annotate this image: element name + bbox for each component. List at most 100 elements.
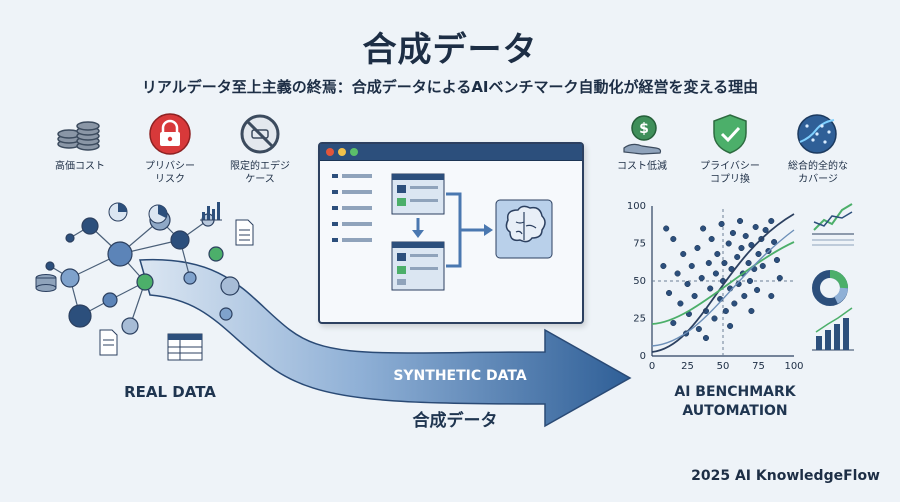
page-title: 合成データ [362,30,538,70]
browser-title-bar [320,144,582,161]
mini-line-chart-icon [812,203,854,246]
merge-arrow [446,192,486,268]
scatter-point [752,223,759,231]
lock-icon [149,113,191,155]
y-tick-label: 50 [633,276,646,287]
scatter-point [698,274,705,282]
right-icon-label-cost: コスト低減 [617,161,667,172]
right-icon-label-privacy: プライバシー コプリ換 [700,161,760,185]
scatter-point [722,307,729,315]
scatter-point [736,217,744,225]
globe-data-icon [797,114,837,154]
scatter-point [684,280,691,288]
real-data-network [35,202,254,361]
scatter-point [665,289,673,297]
scatter-point [700,225,707,232]
scatter-point [755,250,762,258]
y-tick-label: 75 [633,239,646,250]
right-icon-label-coverage: 総合的全的な カバージ [788,161,848,185]
synthetic-data-label: SYNTHETIC DATA [393,368,527,384]
synthetic-data-jp-label: 合成データ [412,411,498,431]
bar-chart-icon [200,202,222,221]
shield-check-icon [713,114,747,154]
source-card [391,173,445,215]
scatter-point [711,315,718,322]
scatter-point [745,259,752,267]
scatter-point [731,300,738,307]
scatter-point [748,307,755,315]
trend-curve-green [651,241,795,325]
left-icon-label-edge: 限定的エデジ ケース [230,161,290,185]
x-tick-label: 50 [717,361,730,372]
left-icon-label-cost: 高価コスト [55,161,105,172]
scatter-point [776,274,783,282]
brain-model-icon [495,199,553,259]
document-icon [99,219,254,356]
scatter-point [734,253,741,261]
trend-curve-light [651,229,795,347]
mini-charts [812,203,854,351]
scatter-point [695,325,702,333]
minimize-dot-icon [338,148,346,156]
scatter-point [660,262,667,270]
scatter-point [702,334,710,342]
real-data-label: REAL DATA [124,383,216,401]
mini-bar-chart-icon [812,307,854,351]
scatter-point [773,256,781,264]
scatter-point [762,226,769,234]
scatter-point [768,217,775,225]
scatter-point [670,319,677,327]
scatter-point [754,286,761,294]
page-subtitle: リアルデータ至上主義の終焉：合成データによるAIベンチマーク自動化が経営を変える… [141,78,759,96]
scatter-point [738,244,745,252]
scatter-point [691,292,698,300]
scatter-point [759,262,766,270]
benchmark-label: AI BENCHMARK AUTOMATION [674,384,796,419]
scatter-point [694,244,701,252]
y-tick-label: 25 [633,314,646,325]
scatter-point [729,229,736,237]
pipeline-diagram [332,173,553,291]
prohibited-icon [240,114,280,154]
database-icon [35,274,57,292]
scatter-point [741,292,748,300]
scatter-point [725,240,732,247]
scatter-point [746,277,754,285]
scatter-point [707,285,714,292]
scatter-point [688,262,695,270]
scatter-point [768,292,775,300]
footer-credit: 2025 AI KnowledgeFlow [691,468,880,484]
mini-donut-chart-icon [812,270,848,306]
maximize-dot-icon [350,148,358,156]
scatter-point [670,235,677,243]
scatter-point [771,238,778,246]
y-tick-label: 100 [627,201,646,212]
scatter-point [663,225,670,232]
scatter-point [705,259,712,267]
scatter-point [674,270,681,277]
money-hand-icon: $ [623,115,662,155]
trend-curve-navy [651,213,795,353]
table-icon [167,333,203,361]
y-tick-label: 0 [640,351,646,362]
scatter-point [718,220,725,228]
scatter-point [708,235,715,243]
coins-icon [57,121,100,151]
pie-chart-icon [108,202,168,224]
scatter-point [727,322,734,330]
browser-window [318,142,584,324]
scatter-point [677,300,684,307]
x-tick-label: 25 [681,361,694,372]
scatter-point [712,270,719,277]
scatter-point [714,250,721,258]
left-icon-label-privacy: プリバシー リスク [145,161,195,185]
scatter-point [721,259,728,267]
sidebar-list [332,174,372,242]
close-dot-icon [326,148,334,156]
svg-text:$: $ [639,121,649,137]
x-tick-label: 0 [649,361,655,372]
generated-card [391,241,445,291]
